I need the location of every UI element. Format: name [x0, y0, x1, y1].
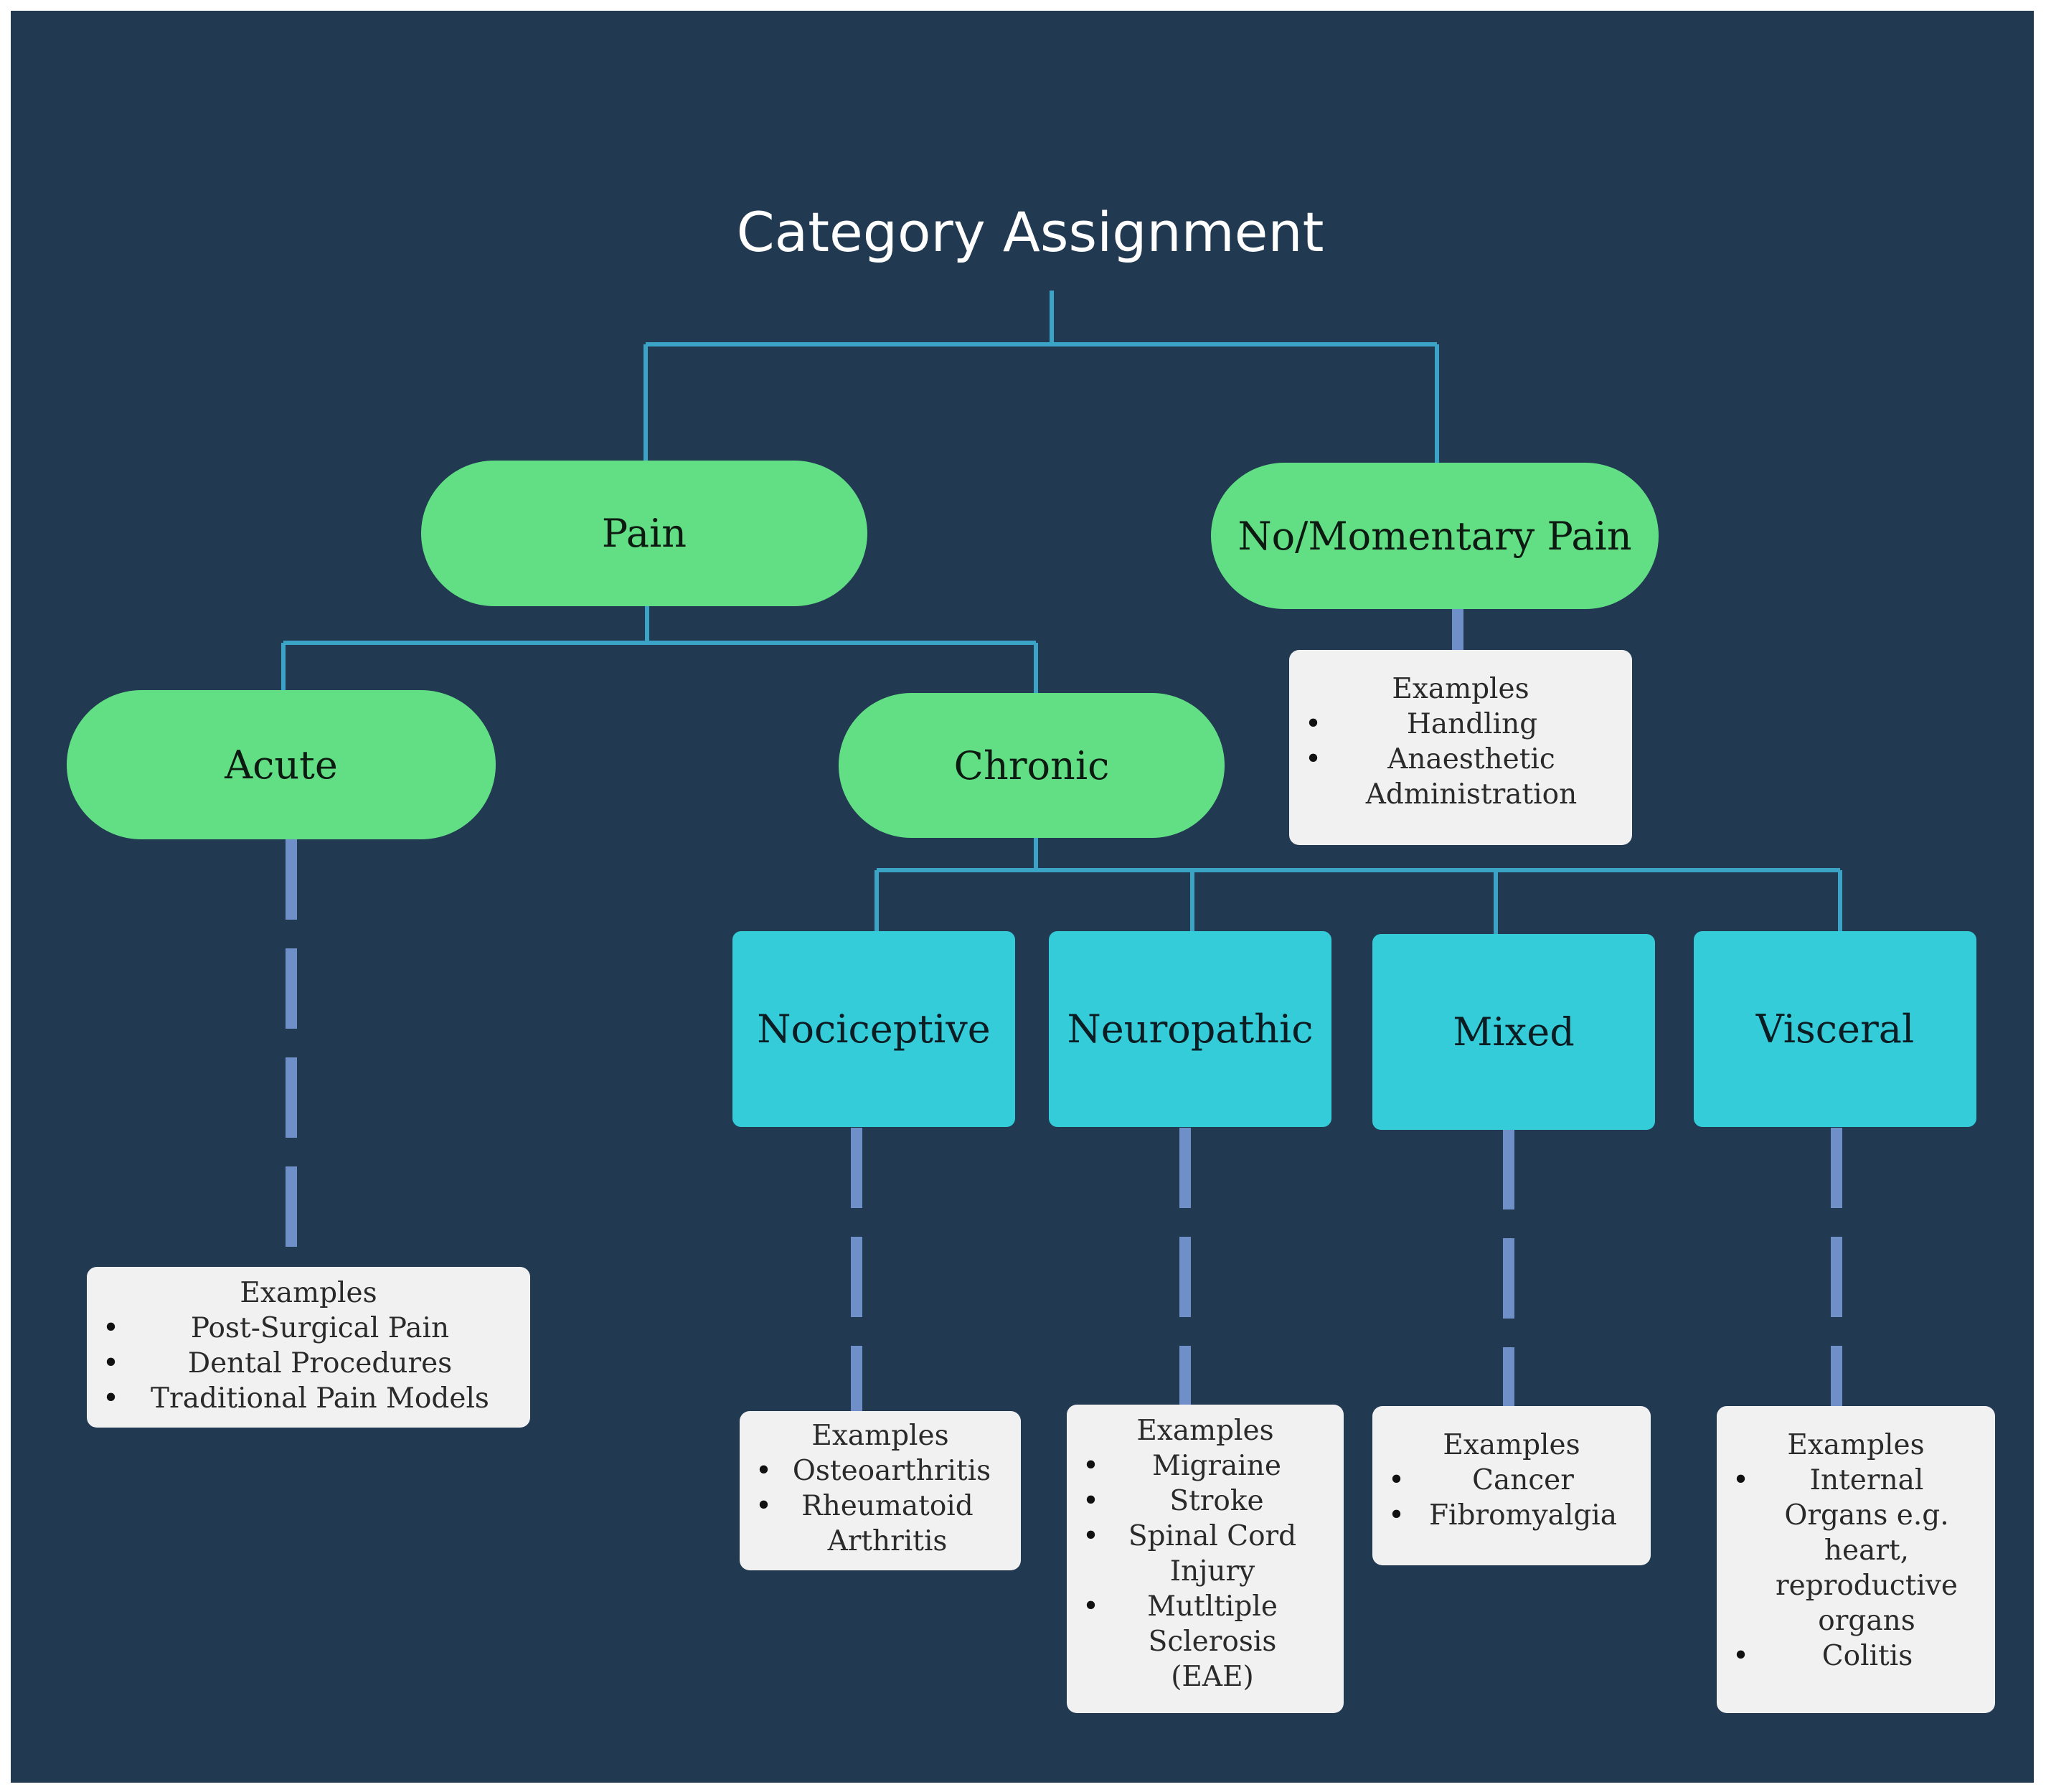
diagram-title: Category Assignment	[736, 200, 1324, 264]
example-item: Post-Surgical Pain	[87, 1311, 530, 1346]
examples-card-no-pain: Examples Handling Anaesthetic Administra…	[1289, 650, 1632, 845]
example-item: Anaesthetic Administration	[1289, 742, 1632, 812]
example-item: Mutltiple Sclerosis (EAE)	[1067, 1589, 1344, 1694]
example-item: Rheumatoid Arthritis	[740, 1489, 1021, 1559]
examples-heading: Examples	[1787, 1429, 1925, 1461]
examples-heading: Examples	[1136, 1415, 1274, 1447]
example-item: Internal Organs e.g. heart, reproductive…	[1717, 1463, 1995, 1638]
node-neuropathic: Neuropathic	[1049, 931, 1331, 1127]
example-item: Osteoarthritis	[740, 1453, 1021, 1489]
examples-card-mixed: Examples Cancer Fibromyalgia	[1372, 1406, 1651, 1565]
examples-card-acute: Examples Post-Surgical Pain Dental Proce…	[87, 1267, 530, 1428]
examples-heading: Examples	[811, 1420, 949, 1452]
node-mixed: Mixed	[1372, 934, 1655, 1130]
example-item: Cancer	[1372, 1463, 1651, 1498]
example-item: Handling	[1289, 707, 1632, 742]
node-visceral: Visceral	[1694, 931, 1976, 1127]
examples-heading: Examples	[240, 1277, 377, 1309]
example-item: Spinal Cord Injury	[1067, 1519, 1344, 1589]
example-item: Traditional Pain Models	[87, 1381, 530, 1416]
example-item: Fibromyalgia	[1372, 1498, 1651, 1533]
node-no-momentary-pain: No/Momentary Pain	[1211, 463, 1659, 609]
examples-card-visceral: Examples Internal Organs e.g. heart, rep…	[1717, 1406, 1995, 1713]
examples-heading: Examples	[1443, 1429, 1580, 1461]
examples-card-nociceptive: Examples Osteoarthritis Rheumatoid Arthr…	[740, 1411, 1021, 1570]
node-pain: Pain	[421, 461, 867, 606]
examples-heading: Examples	[1392, 673, 1529, 705]
example-item: Stroke	[1067, 1484, 1344, 1519]
node-chronic: Chronic	[839, 693, 1225, 838]
example-item: Colitis	[1717, 1638, 1995, 1674]
node-acute: Acute	[67, 690, 496, 839]
example-item: Migraine	[1067, 1448, 1344, 1484]
node-nociceptive: Nociceptive	[732, 931, 1015, 1127]
example-item: Dental Procedures	[87, 1346, 530, 1381]
examples-card-neuropathic: Examples Migraine Stroke Spinal Cord Inj…	[1067, 1405, 1344, 1713]
